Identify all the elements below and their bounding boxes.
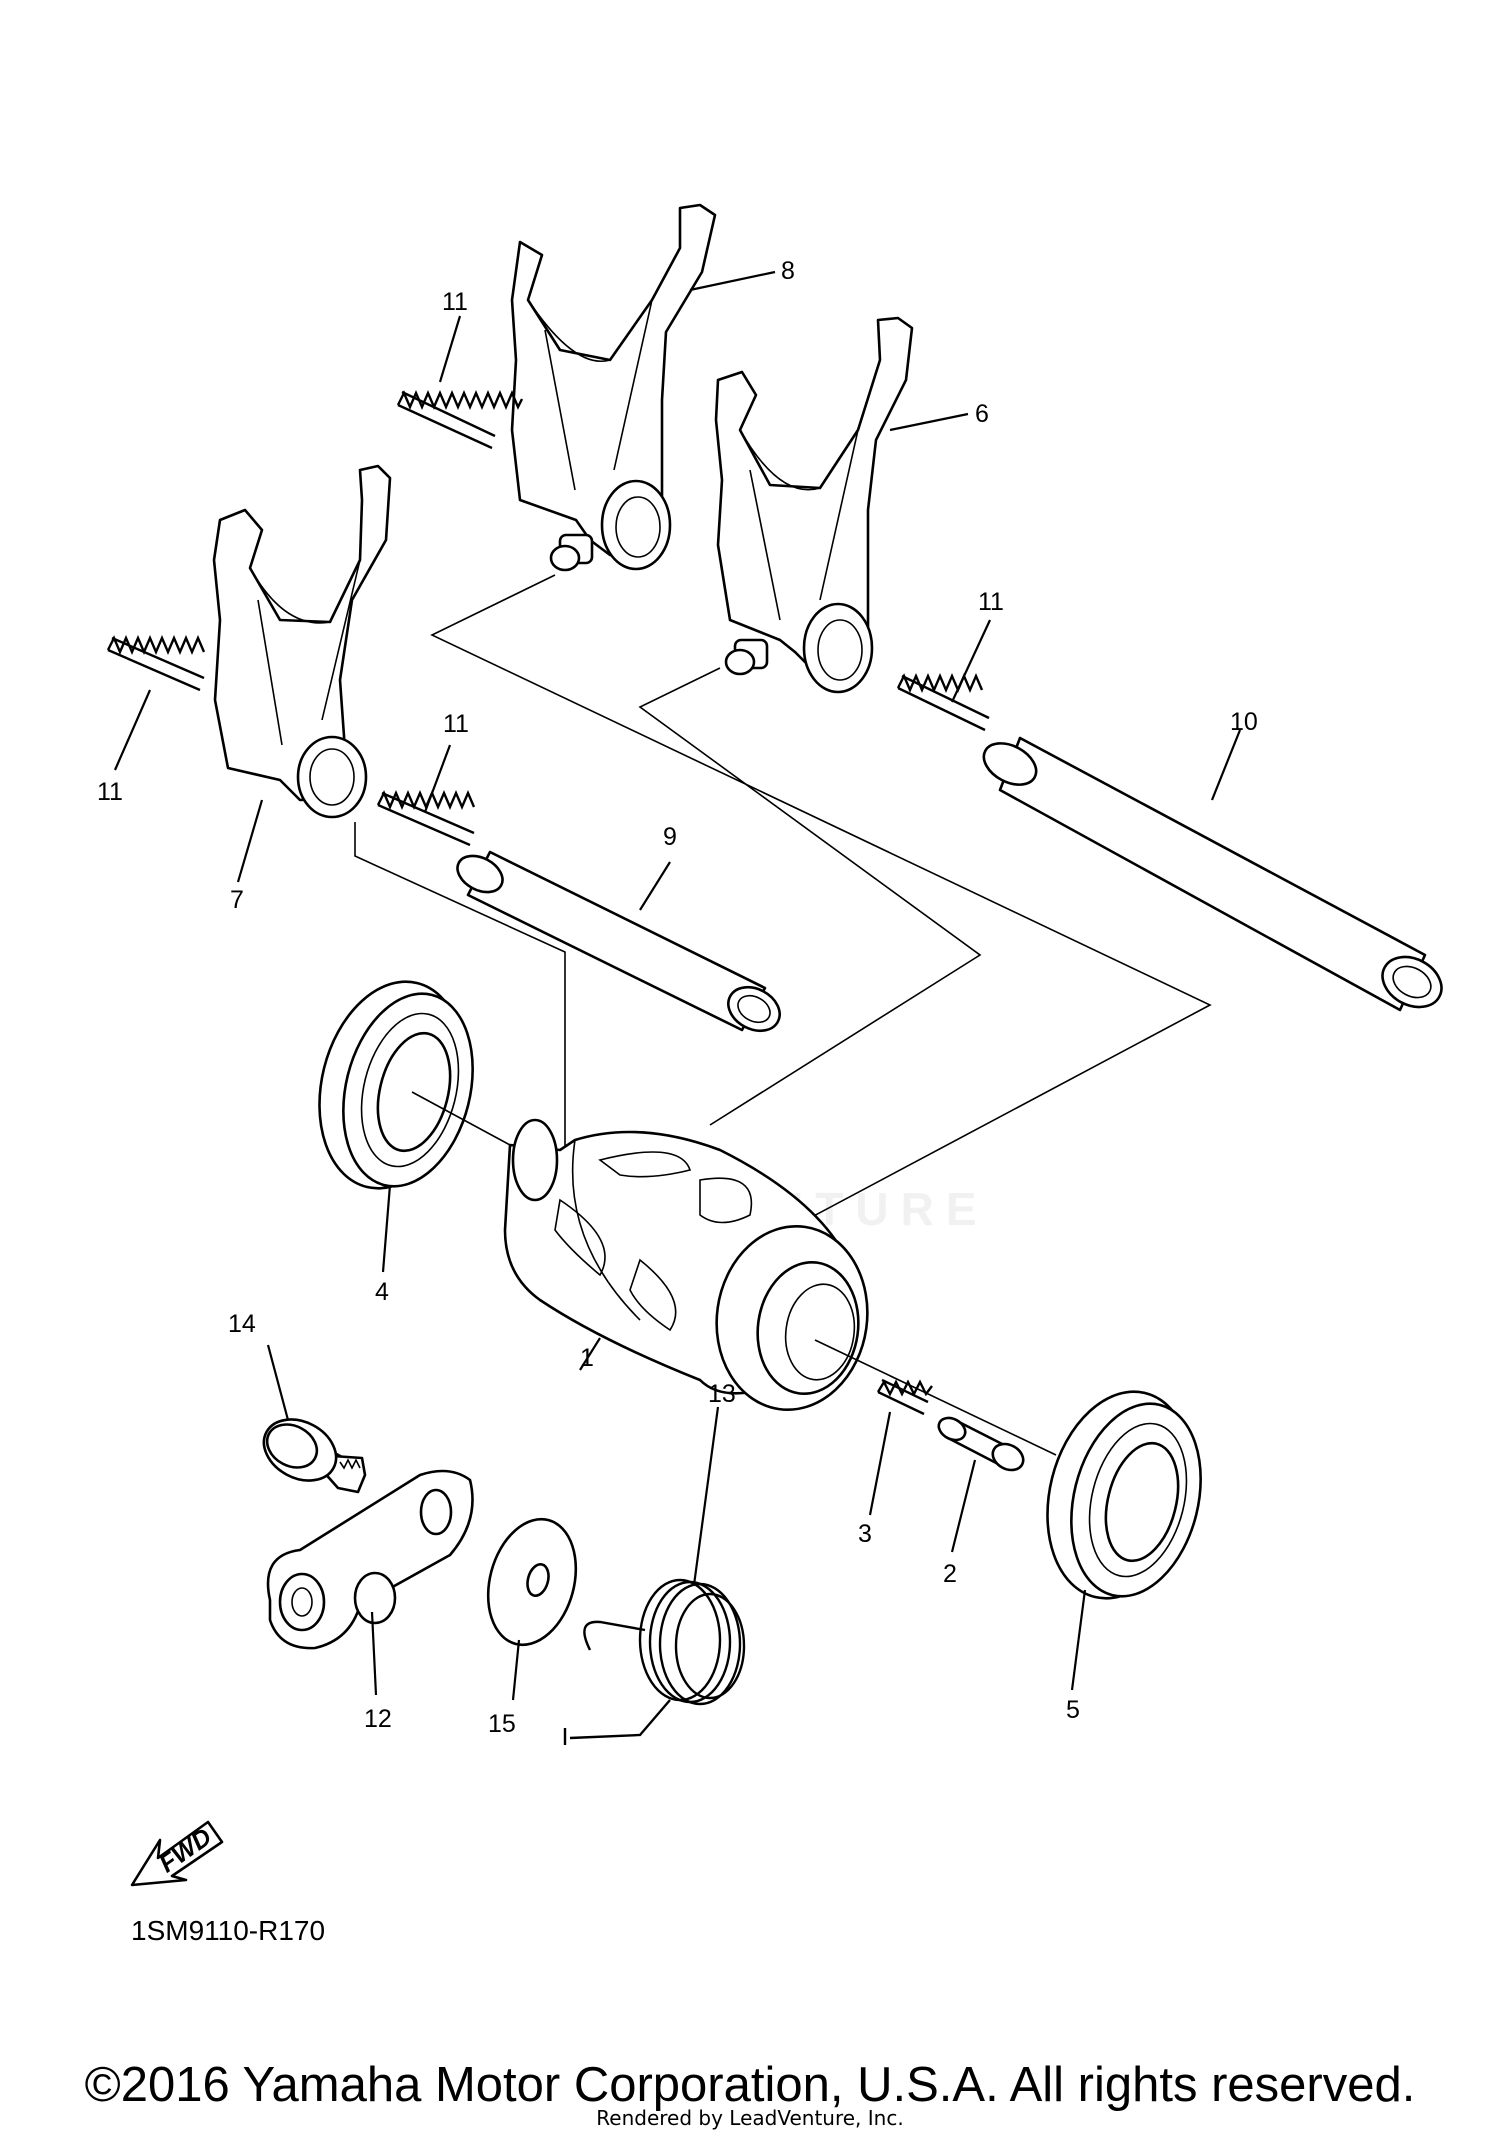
callout-7: 7 xyxy=(230,886,244,914)
diagram-code: 1SM9110-R170 xyxy=(131,1915,326,1946)
callout-13: 13 xyxy=(708,1380,736,1408)
callout-9: 9 xyxy=(663,823,677,851)
shift-drum-1[interactable] xyxy=(503,1118,1057,1456)
bearing-4[interactable] xyxy=(299,966,511,1204)
callout-labels: 1 2 3 4 5 6 7 8 9 10 11 11 11 11 12 13 1… xyxy=(97,257,1258,1738)
callout-1: 1 xyxy=(580,1344,594,1372)
torsion-spring-13[interactable] xyxy=(563,1578,746,1745)
pin-2[interactable] xyxy=(935,1414,1028,1476)
rendered-by-credit: Rendered by LeadVenture, Inc. xyxy=(596,2106,904,2130)
copyright-notice: ©2016 Yamaha Motor Corporation, U.S.A. A… xyxy=(84,2058,1416,2112)
callout-4: 4 xyxy=(375,1278,389,1306)
callout-11-d: 11 xyxy=(978,588,1004,616)
callout-12: 12 xyxy=(364,1705,392,1733)
leader-lines xyxy=(113,270,1242,1701)
lever-12[interactable] xyxy=(266,1469,474,1650)
callout-3: 3 xyxy=(858,1520,872,1548)
spring-11-b[interactable] xyxy=(106,634,206,692)
assembly-guide-lines xyxy=(354,574,1212,1269)
callout-11-a: 11 xyxy=(442,288,468,316)
shift-fork-7[interactable] xyxy=(212,464,392,819)
shift-fork-6[interactable] xyxy=(714,316,914,694)
callout-2: 2 xyxy=(943,1560,957,1588)
callout-10: 10 xyxy=(1230,708,1258,736)
callout-11-b: 11 xyxy=(97,778,123,806)
washer-15[interactable] xyxy=(475,1509,589,1654)
forward-arrow-icon: FWD xyxy=(130,1820,224,1887)
callout-6: 6 xyxy=(975,400,989,428)
callout-14: 14 xyxy=(228,1310,256,1338)
callout-11-c: 11 xyxy=(443,710,469,738)
shift-fork-shaft-10[interactable] xyxy=(977,735,1450,1017)
spring-11-a[interactable] xyxy=(396,389,524,450)
shift-fork-shaft-9[interactable] xyxy=(451,849,787,1040)
callout-8: 8 xyxy=(781,257,795,285)
callout-15: 15 xyxy=(488,1710,516,1738)
spring-11-d[interactable] xyxy=(896,672,990,732)
bearing-5[interactable] xyxy=(1027,1376,1220,1614)
bolt-14[interactable] xyxy=(253,1407,367,1494)
shift-fork-8[interactable] xyxy=(510,203,717,572)
spring-3[interactable] xyxy=(876,1378,933,1416)
spring-11-c[interactable] xyxy=(376,789,476,847)
callout-5: 5 xyxy=(1066,1696,1080,1724)
